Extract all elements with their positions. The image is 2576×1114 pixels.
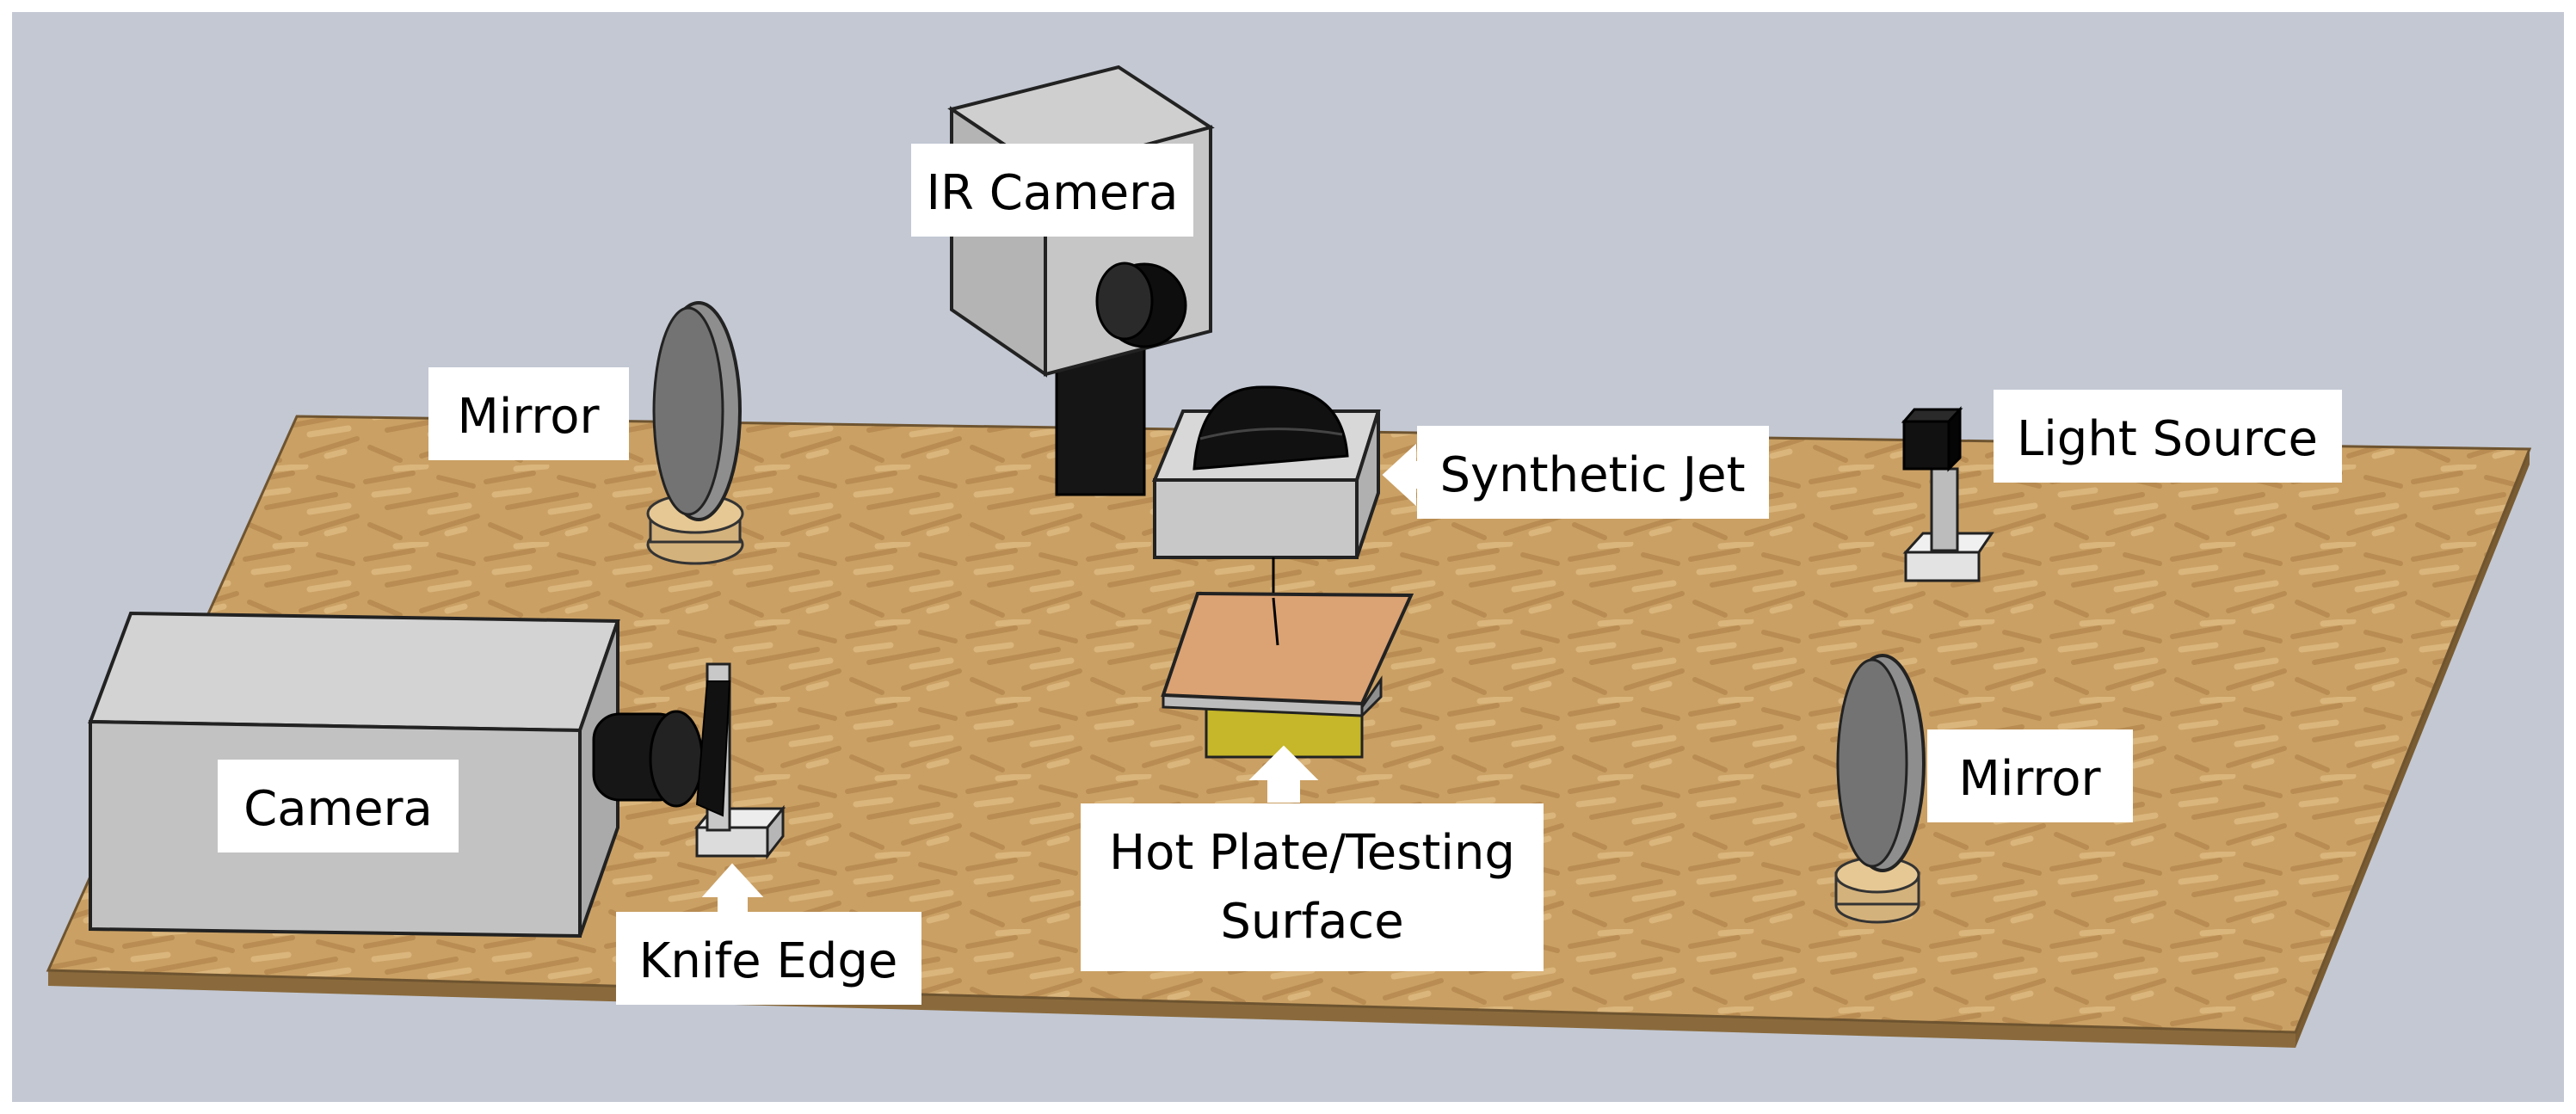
label-light-source-text: Light Source (2017, 411, 2318, 467)
synthetic-jet (1152, 385, 1381, 645)
label-camera: Camera (218, 760, 459, 852)
light-source (1901, 406, 1994, 582)
hot-plate-arrow-icon (1248, 745, 1319, 803)
label-ir-camera-text: IR Camera (927, 165, 1179, 221)
label-mirror-right: Mirror (1927, 729, 2133, 822)
label-knife-edge-text: Knife Edge (639, 933, 898, 989)
mirror-right (1834, 654, 1926, 924)
label-ir-camera: IR Camera (911, 144, 1193, 237)
label-light-source: Light Source (1994, 390, 2342, 483)
label-mirror-left-text: Mirror (458, 389, 601, 445)
label-mirror-left: Mirror (428, 367, 629, 460)
label-knife-edge: Knife Edge (616, 912, 921, 1005)
label-hot-plate: Hot Plate/Testing Surface (1081, 803, 1544, 971)
label-hot-plate-text-line2: Surface (1220, 894, 1403, 950)
label-hot-plate-text-line1: Hot Plate/Testing (1109, 825, 1515, 881)
label-camera-text: Camera (243, 781, 433, 837)
knife-edge (693, 662, 786, 860)
mirror-left (646, 301, 744, 565)
label-synthetic-jet-text: Synthetic Jet (1439, 447, 1745, 503)
label-synthetic-jet: Synthetic Jet (1417, 426, 1769, 519)
hot-plate (1161, 591, 1414, 759)
label-mirror-right-text: Mirror (1959, 751, 2102, 807)
